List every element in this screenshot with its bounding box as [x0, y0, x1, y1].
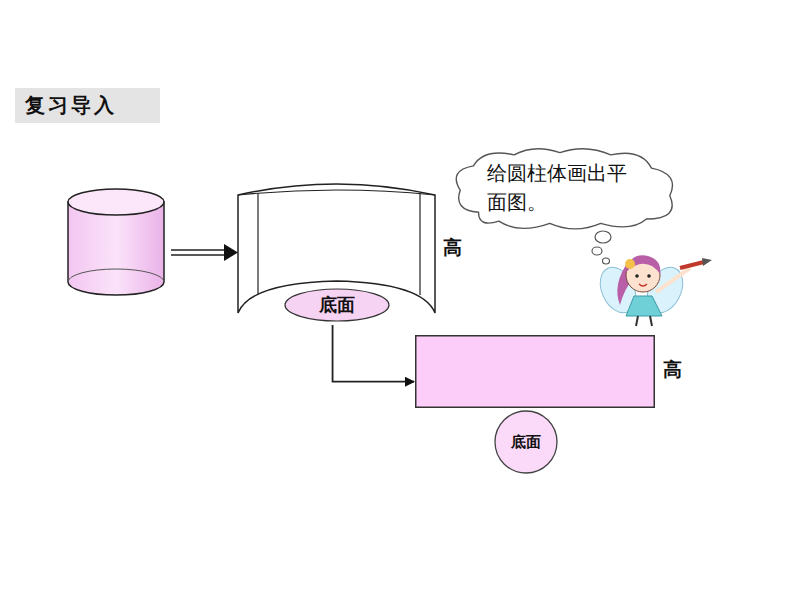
- unrolled-side: 高底面: [238, 183, 435, 323]
- cloud-outline: [456, 149, 672, 229]
- thought-bubbles: [592, 231, 611, 264]
- fairy-girl: [593, 255, 712, 326]
- section-heading: 复习导入: [15, 88, 160, 123]
- ellipse-outline: [285, 289, 389, 321]
- text-holder: 高: [663, 357, 682, 383]
- base-circle: 底面: [494, 410, 558, 474]
- part-name: 底面: [319, 293, 355, 317]
- text-holder: 底面: [494, 410, 558, 474]
- heading-text: 复习导入: [25, 92, 117, 119]
- text-holder: 复习导入: [15, 88, 160, 123]
- part-name: 底面: [511, 433, 541, 452]
- unroll-arrow: [171, 244, 238, 261]
- cylinder: [68, 189, 164, 295]
- text-holder: 给圆柱体画出平面图。: [448, 146, 680, 230]
- text-holder: 高: [443, 235, 462, 261]
- sheet-wall: [419, 193, 420, 295]
- speech-text: 给圆柱体画出平面图。: [487, 159, 641, 217]
- side-rectangle: 高: [415, 335, 655, 408]
- dimension-label: 高: [443, 235, 462, 261]
- text-holder: 底面: [284, 288, 390, 322]
- flow-arrow: [333, 325, 414, 382]
- speech-cloud: 给圆柱体画出平面图。: [448, 146, 680, 230]
- rect-outline: [416, 336, 655, 408]
- dimension-label: 高: [663, 357, 682, 383]
- base-ellipse: 底面: [284, 288, 390, 322]
- circle-outline: [495, 411, 557, 473]
- sheet-wall: [257, 193, 258, 295]
- band-fill: [15, 88, 160, 123]
- node-outline: [415, 335, 655, 408]
- sheet-rim: [238, 190, 435, 195]
- node-outline: [448, 146, 680, 230]
